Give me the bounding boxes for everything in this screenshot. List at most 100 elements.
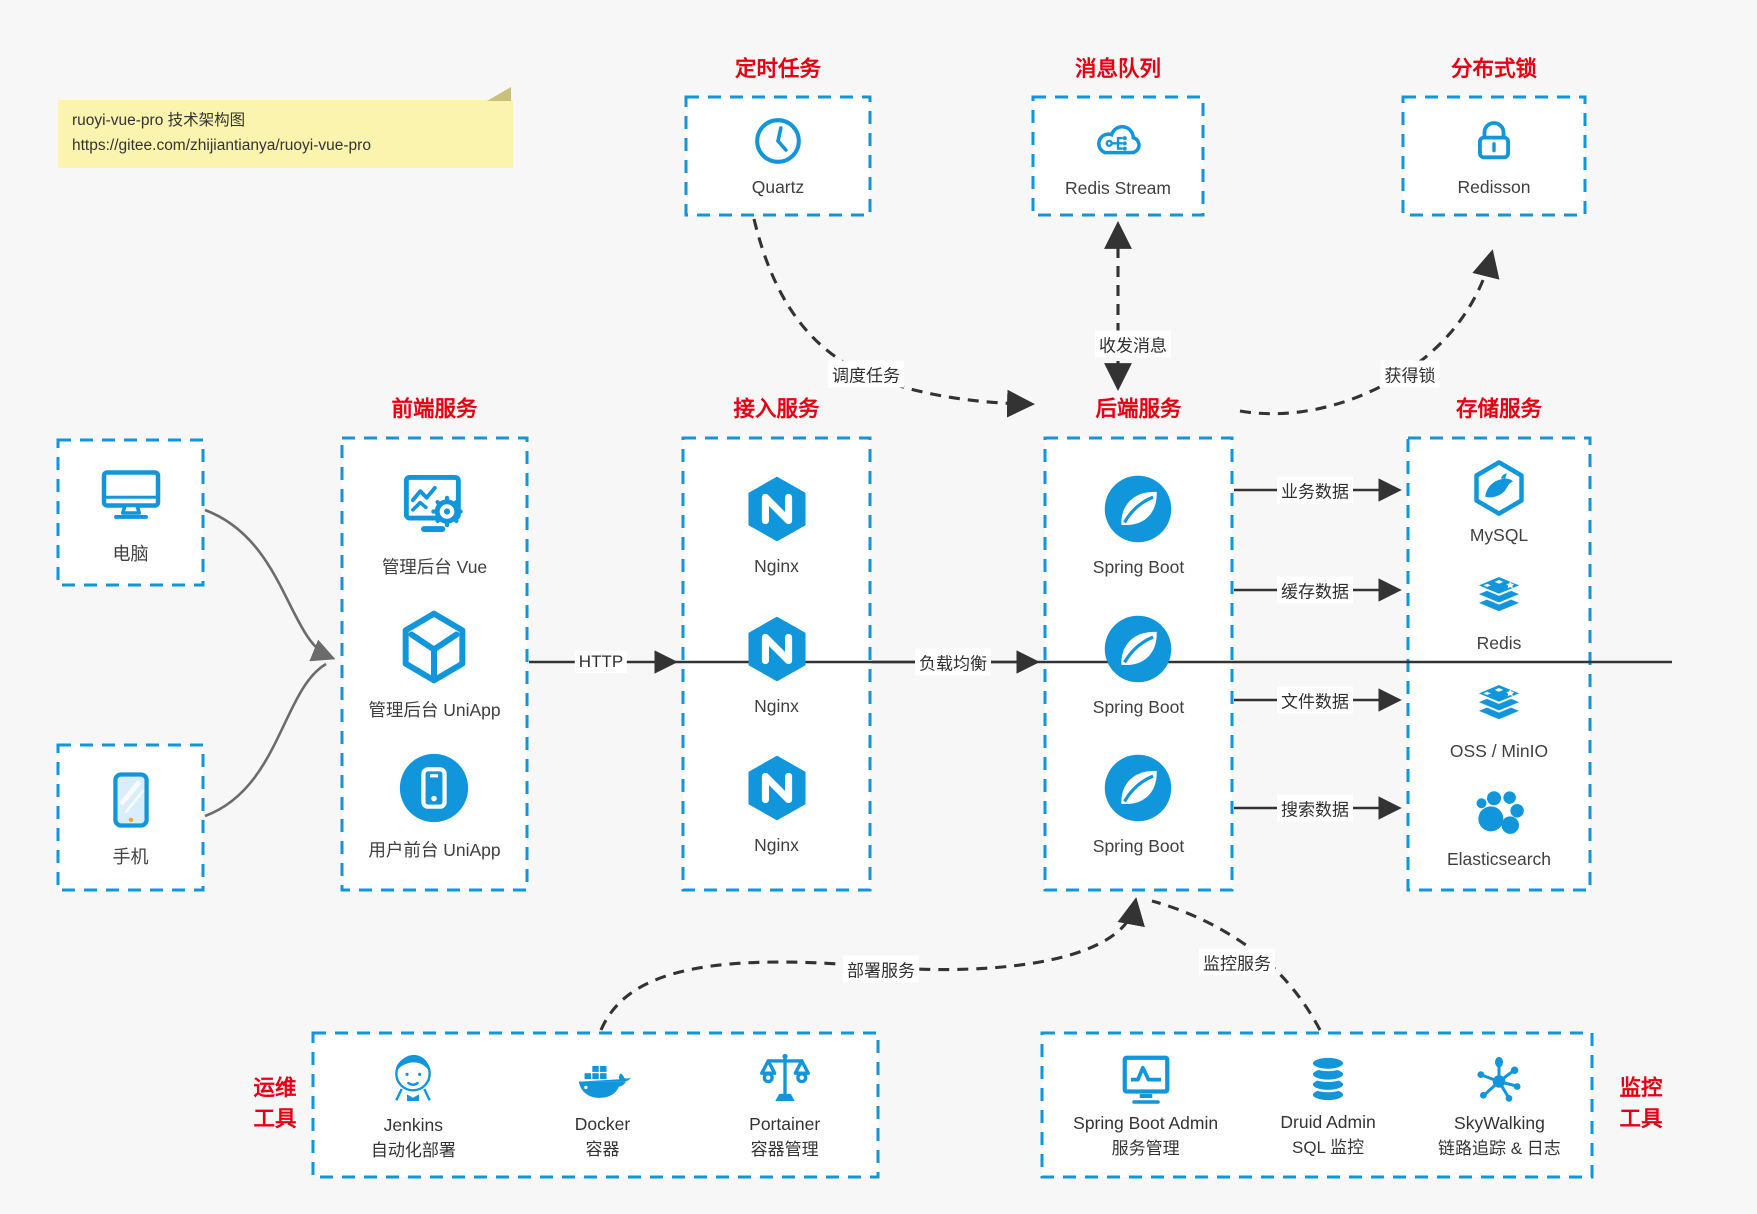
label-http: HTTP [574, 651, 628, 673]
ops-label-line2: 工具 [253, 1107, 297, 1132]
gateway-services-title: 接入服务 [733, 397, 820, 421]
note-url: https://gitee.com/zhijiantianya/ruoyi-vu… [72, 136, 371, 154]
spring-boot-icon [1100, 611, 1176, 687]
spring-boot-admin-node: Spring Boot Admin 服务管理 [1073, 1049, 1218, 1162]
storage-stack-icon [1469, 674, 1529, 734]
backend-services-content: Spring Boot Spring Boot Spring Boot [1045, 438, 1232, 890]
spring-boot-node-2: Spring Boot [1093, 611, 1184, 718]
redis-stream-node: Redis Stream [1033, 97, 1203, 215]
druid-icon [1299, 1050, 1357, 1108]
smartphone-icon [97, 766, 165, 834]
nginx-node-1: Nginx [740, 472, 814, 577]
admin-uniapp-label: 管理后台 UniApp [368, 699, 501, 720]
gateway-services-content: Nginx Nginx Nginx [683, 438, 870, 890]
spring-boot-admin-subtitle: 服务管理 [1111, 1139, 1180, 1159]
label-load-balance: 负载均衡 [915, 648, 991, 676]
nginx-label-1: Nginx [754, 556, 799, 577]
storage-services-content: MySQL Redis OSS / MinIO Elasticsearch [1408, 438, 1590, 890]
redis-label: Redis [1476, 633, 1522, 653]
jenkins-icon [381, 1047, 445, 1111]
distributed-lock-title: 分布式锁 [1450, 57, 1537, 81]
spring-boot-node-1: Spring Boot [1093, 471, 1184, 578]
label-business-data: 业务数据 [1277, 476, 1353, 504]
backend-services-title: 后端服务 [1095, 397, 1182, 421]
note-title: ruoyi-vue-pro 技术架构图 [72, 112, 246, 129]
nginx-icon [740, 612, 814, 686]
jenkins-subtitle: 自动化部署 [370, 1141, 456, 1161]
admin-vue-node: 管理后台 Vue [382, 466, 487, 579]
admin-vue-dashboard-icon [395, 466, 473, 544]
user-uniapp-label: 用户前台 UniApp [368, 840, 501, 861]
nginx-icon [740, 751, 814, 825]
label-schedule-job: 调度任务 [828, 360, 904, 388]
message-queue-title: 消息队列 [1074, 57, 1161, 81]
portainer-node: Portainer 容器管理 [749, 1048, 820, 1163]
docker-icon [571, 1048, 633, 1110]
skywalking-node: SkyWalking 链路追踪 & 日志 [1438, 1049, 1561, 1162]
spring-boot-label-3: Spring Boot [1092, 836, 1185, 857]
mobile-client-label: 手机 [112, 847, 149, 867]
pc-client-label: 电脑 [112, 544, 149, 564]
nginx-node-3: Nginx [740, 751, 814, 856]
quartz-node: Quartz [686, 97, 870, 215]
jenkins-node: Jenkins 自动化部署 [371, 1047, 456, 1164]
nginx-node-2: Nginx [740, 612, 814, 717]
mysql-node: MySQL [1469, 458, 1529, 546]
spring-boot-icon [1100, 471, 1176, 547]
scheduled-task-title: 定时任务 [734, 57, 821, 81]
redisson-label: Redisson [1457, 177, 1531, 197]
frontend-services-content: 管理后台 Vue 管理后台 UniApp 用户前台 UniApp [342, 438, 527, 890]
storage-services-title: 存储服务 [1455, 397, 1542, 421]
edge-pc-to-frontend [204, 508, 336, 662]
uniapp-cube-icon [394, 607, 474, 687]
skywalking-icon [1469, 1049, 1529, 1109]
padlock-icon [1467, 114, 1521, 168]
redisson-node: Redisson [1403, 97, 1585, 215]
portainer-title: Portainer [749, 1113, 821, 1134]
spring-boot-icon [1100, 750, 1176, 826]
spring-boot-label-2: Spring Boot [1092, 696, 1185, 717]
label-deploy-service: 部署服务 [843, 955, 919, 983]
spring-boot-admin-icon [1116, 1049, 1176, 1109]
monitor-label-line1: 监控 [1619, 1076, 1663, 1100]
docker-title: Docker [574, 1113, 631, 1134]
elasticsearch-node: Elasticsearch [1447, 782, 1551, 870]
monitor-tools-side-label: 监控 工具 [1606, 1073, 1676, 1135]
druid-admin-node: Druid Admin SQL 监控 [1280, 1050, 1376, 1161]
oss-minio-label: OSS / MinIO [1449, 741, 1549, 761]
desktop-computer-icon [95, 459, 167, 531]
druid-admin-subtitle: SQL 监控 [1292, 1138, 1365, 1158]
label-cache-data: 缓存数据 [1277, 576, 1353, 604]
druid-admin-title: Druid Admin [1280, 1111, 1376, 1132]
admin-vue-label: 管理后台 Vue [381, 556, 488, 577]
monitor-tools-content: Spring Boot Admin 服务管理 Druid Admin SQL 监… [1042, 1033, 1592, 1177]
edge-mobile-to-frontend [204, 662, 327, 818]
skywalking-title: SkyWalking [1454, 1112, 1545, 1133]
docker-subtitle: 容器 [585, 1140, 620, 1160]
nginx-label-3: Nginx [754, 834, 799, 855]
elasticsearch-icon [1469, 782, 1529, 842]
user-uniapp-node: 用户前台 UniApp [368, 749, 501, 862]
skywalking-subtitle: 链路追踪 & 日志 [1438, 1139, 1561, 1159]
edge-acquire-lock [1239, 249, 1500, 416]
portainer-subtitle: 容器管理 [750, 1140, 819, 1160]
mysql-label: MySQL [1469, 525, 1529, 545]
spring-boot-label-1: Spring Boot [1092, 556, 1185, 577]
nginx-label-2: Nginx [754, 695, 799, 716]
note-fold-corner [487, 87, 511, 101]
redis-stream-cloud-icon [1090, 113, 1146, 169]
label-acquire-lock: 获得锁 [1380, 360, 1440, 388]
redis-stream-label: Redis Stream [1064, 178, 1171, 198]
ops-label-line1: 运维 [253, 1076, 297, 1100]
elasticsearch-label: Elasticsearch [1446, 849, 1552, 869]
monitor-label-line2: 工具 [1619, 1107, 1663, 1132]
frontend-services-title: 前端服务 [391, 397, 478, 421]
mobile-client-node: 手机 [58, 745, 203, 890]
oss-minio-node: OSS / MinIO [1450, 674, 1548, 762]
redis-node: Redis [1469, 566, 1529, 654]
admin-uniapp-node: 管理后台 UniApp [368, 607, 501, 722]
redis-stack-icon [1469, 566, 1529, 626]
spring-boot-node-3: Spring Boot [1093, 750, 1184, 857]
docker-node: Docker 容器 [571, 1048, 633, 1163]
